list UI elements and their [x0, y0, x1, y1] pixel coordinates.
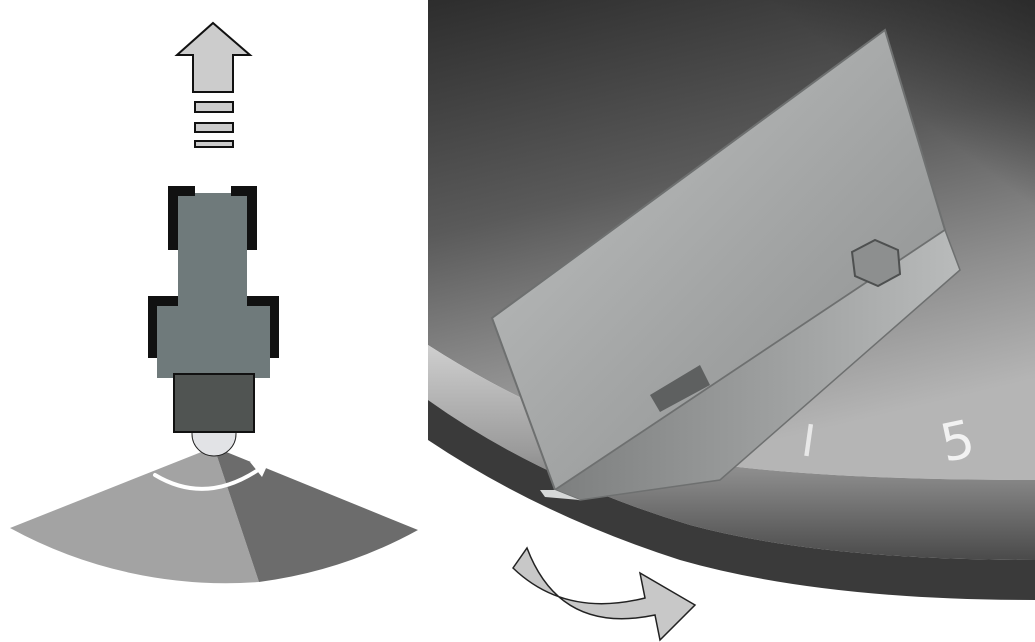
rotation-arrowhead	[250, 455, 272, 477]
ball	[191, 431, 237, 457]
clamp	[168, 186, 195, 250]
plate-rim	[428, 345, 1035, 560]
rotation-arrow-icon	[153, 468, 260, 491]
schematic	[10, 21, 418, 584]
bolt	[850, 238, 902, 288]
clamp	[231, 186, 257, 250]
head-tip	[173, 373, 255, 433]
up-arrow-icon	[174, 21, 253, 93]
motion-bar	[194, 101, 234, 113]
motion-bar	[194, 140, 234, 148]
motion-bar	[194, 122, 234, 133]
clamp	[148, 296, 178, 358]
direction-arrow-icon	[512, 546, 697, 642]
bracket-edge	[540, 490, 580, 500]
sector-light	[10, 447, 259, 584]
head-upper	[178, 193, 247, 296]
plate-edge	[428, 400, 1035, 600]
head-lower	[157, 296, 270, 378]
blade-slot	[650, 365, 710, 412]
sector-dark	[214, 447, 418, 582]
photo: I 5	[428, 0, 1035, 642]
clamp	[247, 296, 279, 358]
